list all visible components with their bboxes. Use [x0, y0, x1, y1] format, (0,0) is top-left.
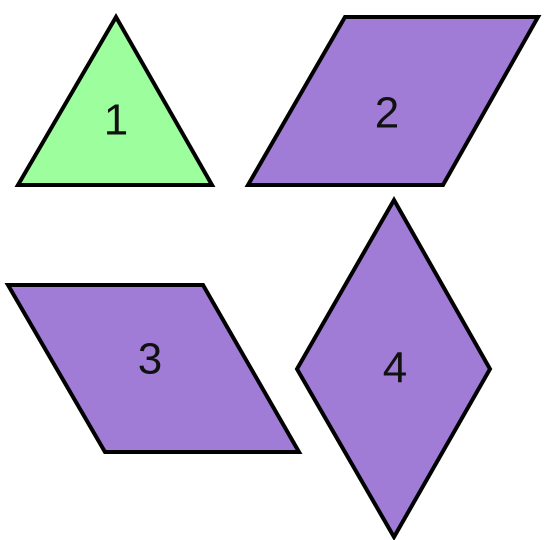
- shape-3-label: 3: [138, 335, 162, 384]
- shape-4: 4: [294, 195, 493, 540]
- shape-1: 1: [14, 13, 216, 187]
- parallelogram-shape: [4, 283, 303, 454]
- rhombus-shape: [294, 195, 493, 540]
- triangle-shape: [14, 13, 216, 187]
- shape-1-label: 1: [104, 96, 128, 145]
- shape-4-label: 4: [383, 344, 407, 393]
- shape-3: 3: [4, 283, 303, 454]
- shape-2-label: 2: [375, 89, 399, 138]
- parallelogram-shape: [244, 15, 542, 187]
- shape-2: 2: [244, 15, 542, 187]
